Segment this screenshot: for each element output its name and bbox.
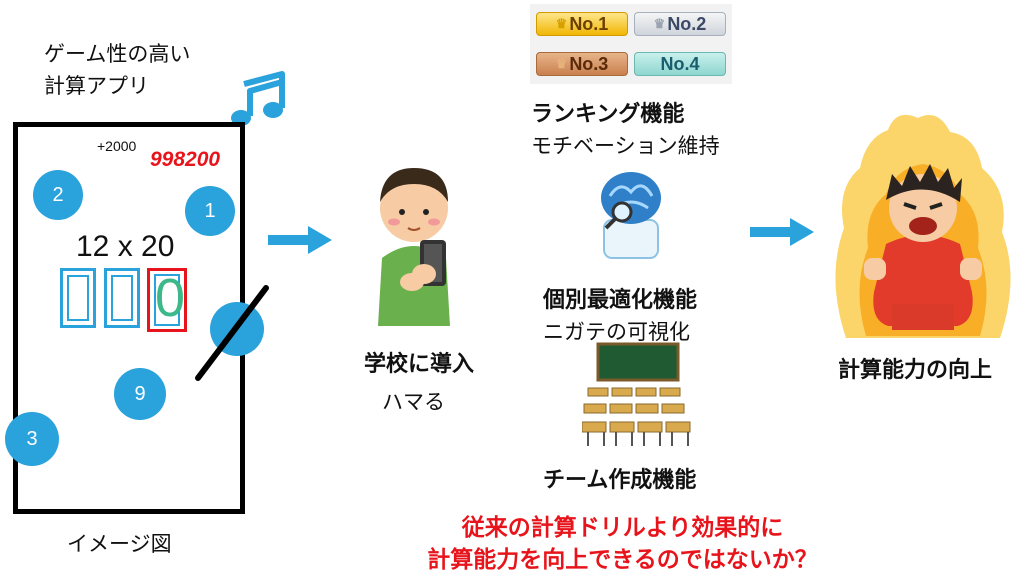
powered-up-person-icon [835,114,1011,338]
answer-box-active[interactable]: 0 [147,268,187,332]
arrow-right-icon [268,226,332,254]
boy-with-smartphone-icon [378,168,450,326]
ranking-desc: モチベーション維持 [531,134,720,158]
badge-no4: No.4 [634,52,726,76]
crown-icon: ♛ [555,16,568,31]
badge-no1: ♛No.1 [536,12,628,36]
ai-title: 個別最適化機能 [543,288,698,313]
conclusion-line1: 従来の計算ドリルより効果的に [461,515,784,541]
answer-box[interactable] [104,268,140,328]
crown-icon: ♛ [653,16,666,31]
ai-desc: ニガテの可視化 [543,320,690,344]
score: 998200 [150,148,221,171]
ranking-badges-panel: ♛No.1 ♛No.2 ♛No.3 No.4 [530,4,732,84]
answer-digit: 0 [155,268,186,328]
number-bubble[interactable]: 9 [114,368,166,420]
problem-text: 12 x 20 [76,230,175,263]
crown-icon: ♛ [555,56,568,71]
classroom-icon [582,342,691,446]
result-label: 計算能力の向上 [838,358,993,383]
swipe-stroke [195,285,269,381]
arrow-right-icon [750,218,814,246]
team-title: チーム作成機能 [543,468,697,493]
bonus-points: +2000 [97,138,137,154]
school-line1: 学校に導入 [364,352,475,377]
badge-no3: ♛No.3 [536,52,628,76]
app-title-line1: ゲーム性の高い [44,42,191,66]
badge-no2: ♛No.2 [634,12,726,36]
app-title-line2: 計算アプリ [44,74,149,98]
caption: イメージ図 [67,532,172,556]
ranking-title: ランキング機能 [531,102,685,127]
number-bubble[interactable]: 2 [33,170,83,220]
school-line2: ハマる [382,390,445,414]
number-bubble[interactable]: 1 [185,186,235,236]
number-bubble[interactable]: 3 [5,412,59,466]
conclusion-line2: 計算能力を向上できるのではないか？ [427,547,818,573]
answer-box[interactable] [60,268,96,328]
ai-brain-icon [601,172,661,259]
